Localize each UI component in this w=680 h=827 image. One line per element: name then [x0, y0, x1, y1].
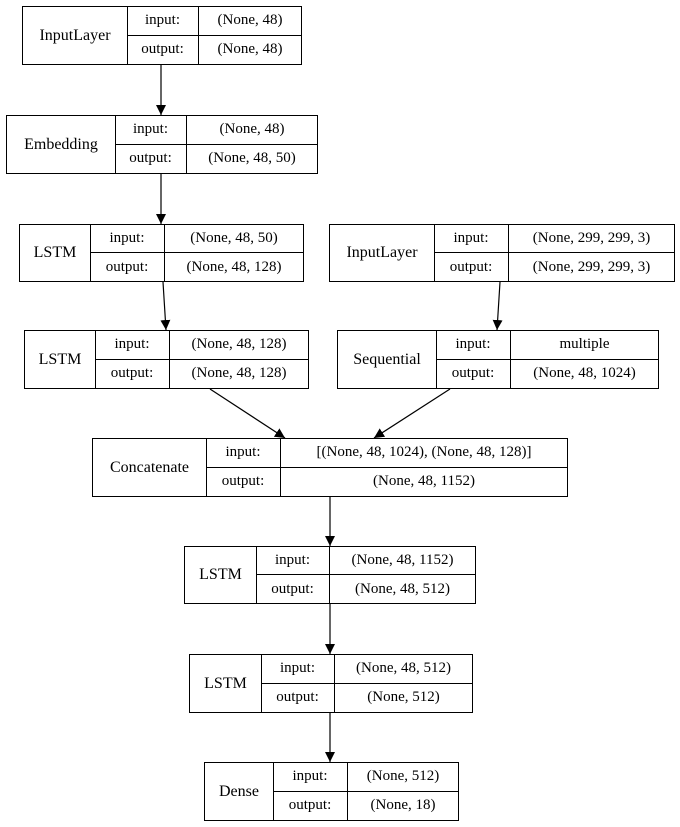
input-shape: (None, 512)	[348, 763, 458, 792]
input-label: input:	[115, 116, 187, 145]
output-shape: (None, 48, 128)	[191, 365, 287, 382]
layer-name: Concatenate	[93, 439, 207, 496]
output-label: output:	[206, 467, 281, 496]
edge-lstm-1-to-lstm-2	[160, 281, 171, 331]
output-label: output:	[436, 359, 511, 388]
output-shape: (None, 299, 299, 3)	[532, 258, 651, 275]
input-label: input:	[436, 331, 511, 360]
edge-lstm-2-to-concatenate	[209, 388, 286, 439]
output-shape: (None, 18)	[370, 797, 436, 814]
output-shape: (None, 48, 50)	[208, 150, 296, 167]
input-label: input:	[273, 763, 348, 792]
output-shape: (None, 512)	[367, 689, 440, 706]
input-shape: (None, 48, 128)	[170, 331, 308, 360]
layer-name: LSTM	[25, 331, 96, 388]
input-label: input:	[434, 225, 509, 253]
layer-name: LSTM	[185, 547, 257, 603]
input-shape: (None, 48, 50)	[165, 225, 303, 253]
layer-name: Dense	[205, 763, 274, 820]
output-shape: (None, 48)	[217, 41, 283, 58]
layer-name: Sequential	[338, 331, 437, 388]
input-shape: (None, 48)	[187, 116, 317, 145]
output-shape: (None, 48, 1152)	[373, 473, 475, 490]
input-label: input:	[256, 547, 330, 575]
output-label: output:	[90, 253, 165, 281]
output-shape: (None, 48, 512)	[355, 580, 450, 597]
input-label: input:	[261, 655, 335, 684]
input-label: input:	[127, 7, 199, 36]
layer-name: Embedding	[7, 116, 116, 173]
output-label: output:	[273, 791, 348, 820]
layer-name: InputLayer	[330, 225, 435, 281]
input-shape: [(None, 48, 1024), (None, 48, 128)]	[281, 439, 567, 468]
input-shape: (None, 48, 512)	[335, 655, 472, 684]
output-label: output:	[127, 35, 199, 64]
input-shape: multiple	[511, 331, 658, 360]
input-shape: (None, 48)	[199, 7, 301, 36]
output-label: output:	[434, 253, 509, 281]
input-label: input:	[95, 331, 170, 360]
input-label: input:	[206, 439, 281, 468]
input-shape: (None, 299, 299, 3)	[509, 225, 674, 253]
output-label: output:	[115, 144, 187, 173]
output-label: output:	[95, 359, 170, 388]
input-shape: (None, 48, 1152)	[330, 547, 475, 575]
layer-name: InputLayer	[23, 7, 128, 64]
output-shape: (None, 48, 1024)	[533, 365, 636, 382]
output-shape: (None, 48, 128)	[186, 258, 282, 275]
layer-name: LSTM	[20, 225, 91, 281]
layer-name: LSTM	[190, 655, 262, 712]
output-label: output:	[261, 683, 335, 712]
input-label: input:	[90, 225, 165, 253]
edge-sequential-to-concatenate	[373, 388, 451, 439]
output-label: output:	[256, 575, 330, 603]
edge-input-layer-2-to-sequential	[492, 281, 503, 331]
